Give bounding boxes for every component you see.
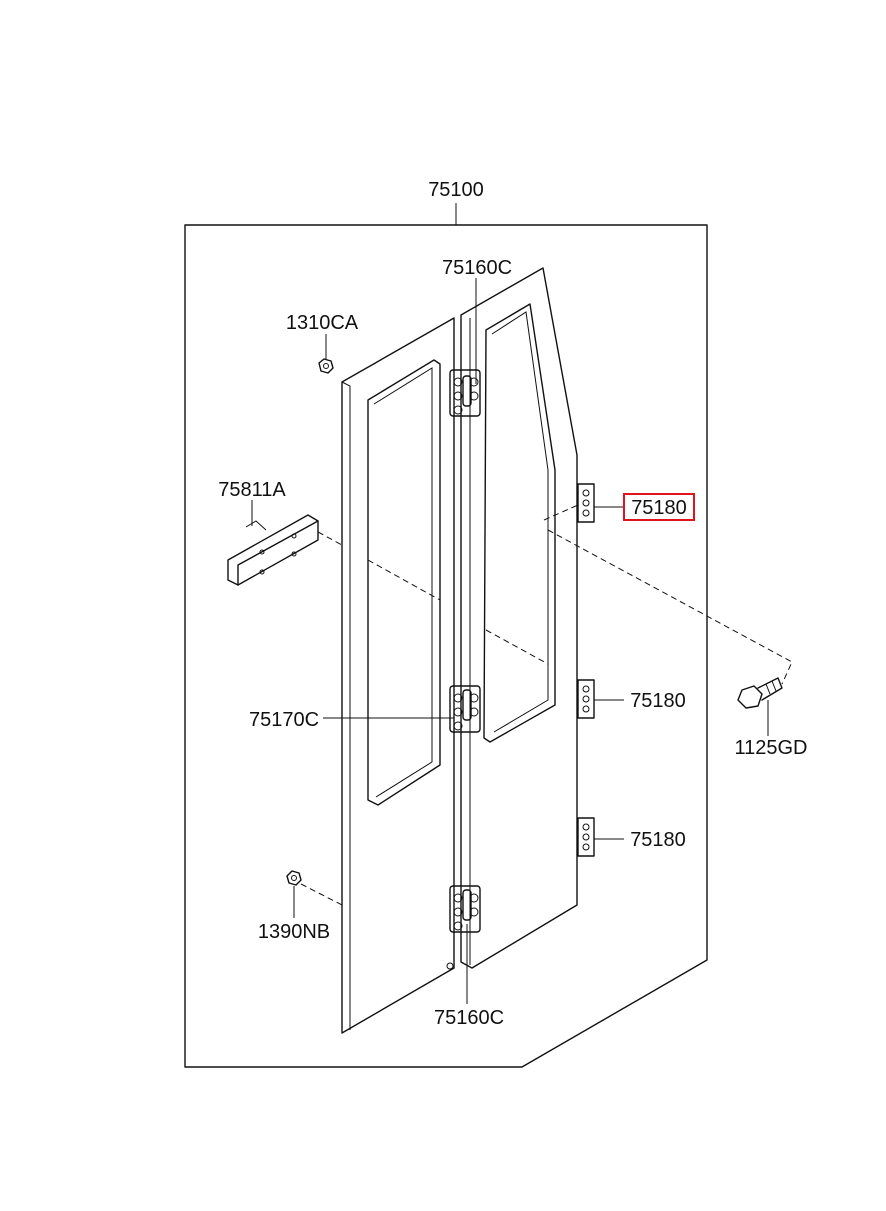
label-hinge-upper[interactable]: 75160C [442, 257, 512, 279]
hinge-middle [449, 685, 481, 733]
bracket [227, 514, 319, 586]
hinge-upper [449, 369, 481, 417]
label-hinge-lower[interactable]: 75160C [434, 1007, 504, 1029]
label-nut-lower[interactable]: 1390NB [258, 921, 330, 943]
assembly-frame [184, 203, 708, 1068]
nut-upper [318, 358, 334, 374]
label-striker-highlighted[interactable]: 75180 [631, 497, 687, 519]
leader-lines [251, 278, 769, 1004]
striker-middle [577, 679, 595, 719]
striker-lower [577, 817, 595, 857]
label-bolt[interactable]: 1125GD [734, 737, 807, 759]
label-bracket[interactable]: 75811A [218, 479, 286, 501]
label-striker-middle[interactable]: 75180 [630, 690, 686, 712]
guide-lines [300, 504, 793, 906]
highlight-box [623, 493, 695, 521]
label-assembly: 75100 [428, 179, 484, 201]
right-door [460, 267, 578, 969]
left-door [341, 317, 455, 1034]
nut-lower [286, 870, 302, 886]
bolt [737, 677, 783, 709]
striker-upper [577, 483, 595, 523]
label-striker-lower[interactable]: 75180 [630, 829, 686, 851]
label-hinge-middle[interactable]: 75170C [249, 709, 319, 731]
hinge-lower [449, 885, 481, 933]
label-nut-upper[interactable]: 1310CA [286, 312, 359, 334]
